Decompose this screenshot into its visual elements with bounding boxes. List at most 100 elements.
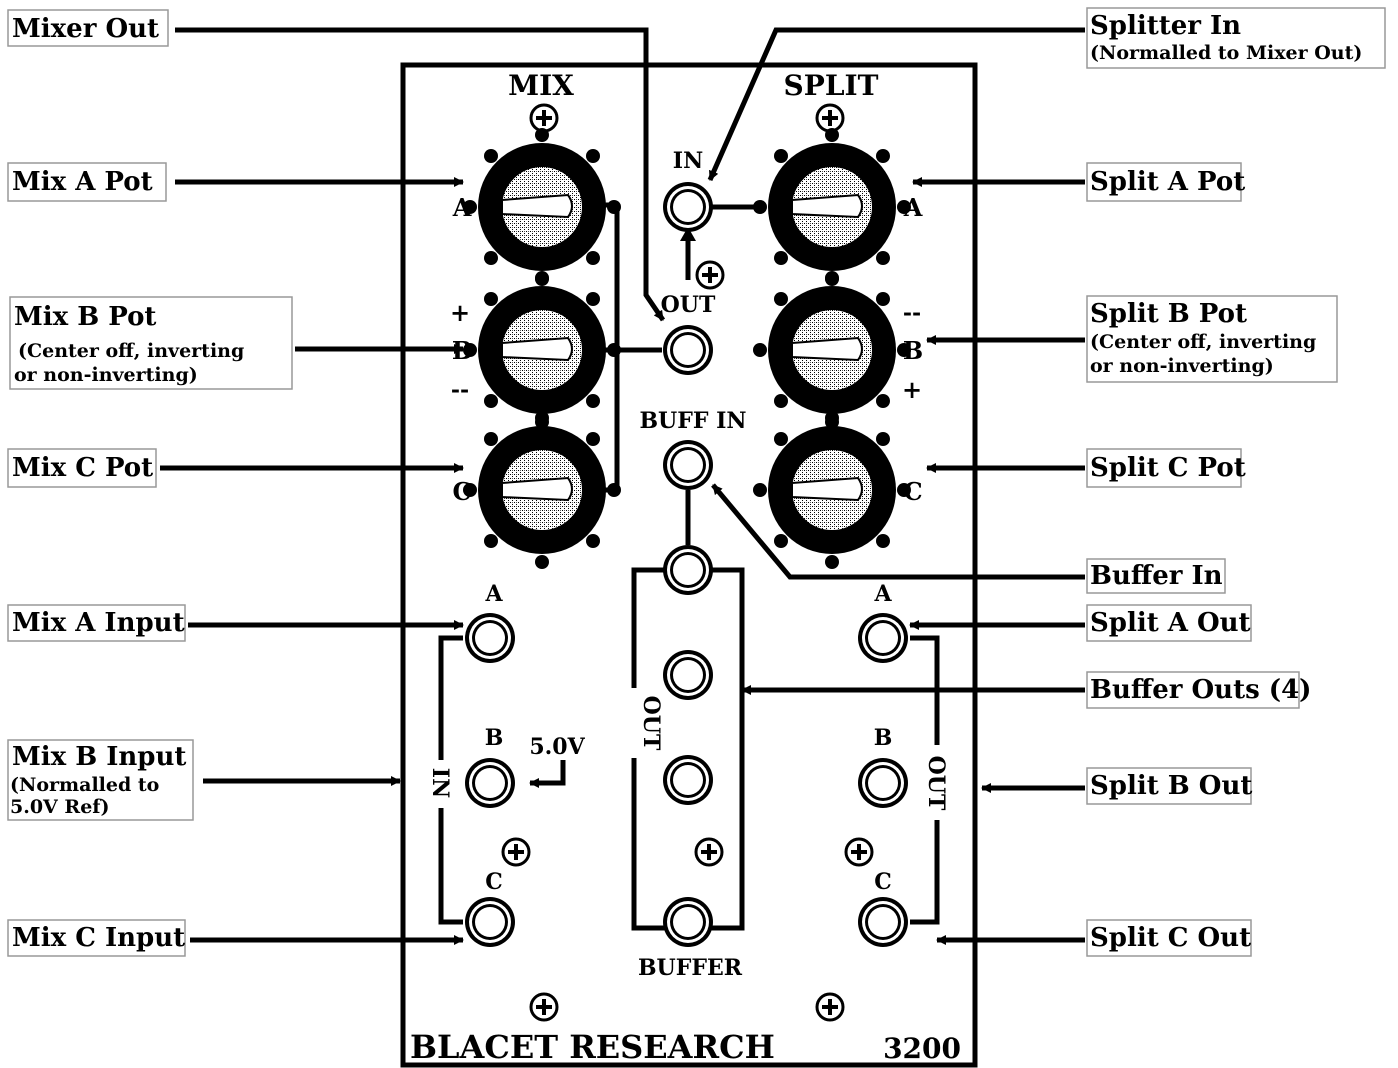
callout-mix-b-pot-subtext-2: or non-inverting): [14, 364, 198, 386]
callout-buffer-in-text: Buffer In: [1090, 561, 1223, 591]
mix-input-a-label: A: [484, 581, 503, 607]
callout-mix-a-input: Mix A Input: [7, 604, 186, 642]
callout-split-c-pot: Split C Pot: [1086, 448, 1246, 488]
callout-split-c-pot-text: Split C Pot: [1090, 453, 1246, 483]
split-b-pot-label: B: [903, 336, 923, 365]
panel: MIX SPLIT: [400, 62, 978, 1068]
split-a-out-jack[interactable]: [858, 613, 908, 663]
mix-b-pot-plus-label: +: [450, 298, 470, 327]
normalled-arrow-up: [680, 227, 696, 241]
split-b-out-jack[interactable]: [858, 758, 908, 808]
mix-b-input-jack[interactable]: [465, 758, 515, 808]
callout-mix-c-pot-text: Mix C Pot: [12, 453, 153, 483]
screw-icon: [815, 103, 845, 133]
split-b-pot[interactable]: [752, 270, 912, 430]
callout-split-a-pot-text: Split A Pot: [1090, 167, 1245, 197]
buffer-in-jack[interactable]: [663, 440, 713, 490]
callout-mixer-out-text: Mixer Out: [12, 14, 159, 44]
splitter-in-label: IN: [673, 148, 703, 174]
buffer-label: BUFFER: [638, 955, 743, 981]
screw-icon: [501, 837, 531, 867]
split-a-pot-label: A: [903, 193, 923, 222]
callout-split-b-pot-text: Split B Pot: [1090, 299, 1247, 329]
callout-split-a-out: Split A Out: [1086, 604, 1252, 642]
buffer-out-jack[interactable]: [663, 755, 713, 805]
mix-a-input-jack[interactable]: [465, 613, 515, 663]
callout-mix-c-input: Mix C Input: [7, 919, 186, 957]
callout-buffer-outs-text: Buffer Outs (4): [1090, 675, 1311, 705]
screw-icon: [529, 103, 559, 133]
callout-mix-b-pot: Mix B Pot (Center off, inverting or non-…: [9, 296, 293, 390]
callout-splitter-in-text: Splitter In: [1090, 11, 1241, 41]
screw-icon: [529, 992, 559, 1022]
callout-split-b-out: Split B Out: [1086, 767, 1252, 805]
callout-mix-a-input-text: Mix A Input: [12, 608, 185, 638]
mix-c-input-jack[interactable]: [465, 897, 515, 947]
splitter-in-jack[interactable]: [663, 182, 713, 232]
splitter-in-arrow: [707, 27, 1085, 182]
callout-mix-c-input-text: Mix C Input: [12, 923, 185, 953]
buff-in-label: BUFF IN: [639, 408, 746, 434]
split-c-pot[interactable]: [752, 410, 912, 570]
screw-icon: [695, 260, 725, 290]
callout-mixer-out: Mixer Out: [7, 9, 169, 47]
mixer-out-jack[interactable]: [663, 325, 713, 375]
callout-buffer-outs: Buffer Outs (4): [1086, 671, 1311, 709]
split-heading: SPLIT: [784, 69, 879, 102]
mix-c-pot[interactable]: [462, 410, 622, 570]
screw-icon: [844, 837, 874, 867]
buffer-out-jack[interactable]: [663, 897, 713, 947]
callout-split-a-out-text: Split A Out: [1090, 608, 1251, 638]
mix-input-c-label: C: [485, 869, 503, 895]
split-out-a-label: A: [873, 581, 892, 607]
callout-split-b-out-text: Split B Out: [1090, 771, 1252, 801]
split-b-pot-plus-label: +: [902, 375, 922, 404]
split-c-pot-label: C: [903, 477, 922, 506]
mixer-out-label: OUT: [661, 292, 716, 318]
buffer-out-jack[interactable]: [663, 545, 713, 595]
split-b-pot-minus-label: --: [903, 300, 921, 326]
callout-mix-b-input-subtext-1: (Normalled to: [10, 774, 159, 796]
ref-voltage-label: 5.0V: [529, 734, 585, 760]
mix-c-pot-label: C: [452, 477, 471, 506]
brand-label: BLACET RESEARCH: [410, 1028, 775, 1066]
buffer-out-jack[interactable]: [663, 650, 713, 700]
mix-inputs-group-label: IN: [427, 768, 453, 798]
mix-a-pot[interactable]: [462, 127, 622, 287]
mix-b-pot[interactable]: [462, 270, 622, 430]
callout-mix-b-pot-subtext-1: (Center off, inverting: [18, 340, 244, 362]
callout-mix-a-pot: Mix A Pot: [7, 162, 167, 202]
callout-split-b-pot-subtext-2: or non-inverting): [1090, 355, 1274, 377]
callout-split-b-pot-subtext-1: (Center off, inverting: [1090, 331, 1316, 353]
split-c-out-jack[interactable]: [858, 897, 908, 947]
callout-mix-a-pot-text: Mix A Pot: [12, 167, 153, 197]
buffer-in-arrow: [711, 483, 1085, 580]
callout-mix-b-input-text: Mix B Input: [12, 742, 186, 772]
mix-a-pot-label: A: [452, 193, 472, 222]
split-a-pot[interactable]: [752, 127, 912, 287]
callout-splitter-in-subtext: (Normalled to Mixer Out): [1090, 42, 1362, 64]
callout-split-a-pot: Split A Pot: [1086, 162, 1245, 202]
callout-buffer-in: Buffer In: [1086, 558, 1226, 594]
callout-splitter-in: Splitter In (Normalled to Mixer Out): [1086, 7, 1386, 69]
split-outs-group-label: OUT: [923, 756, 949, 811]
callout-split-c-out-text: Split C Out: [1090, 923, 1251, 953]
callout-split-c-out: Split C Out: [1086, 919, 1252, 957]
callout-split-b-pot: Split B Pot (Center off, inverting or no…: [1086, 295, 1338, 383]
mix-heading: MIX: [508, 69, 574, 102]
split-out-b-label: B: [874, 725, 893, 751]
callout-mix-b-input: Mix B Input (Normalled to 5.0V Ref): [7, 739, 194, 821]
buffer-out-label: OUT: [638, 696, 664, 751]
mix-b-pot-minus-label: --: [451, 377, 469, 403]
mixer-out-arrow: [175, 27, 666, 322]
callout-arrows: [160, 27, 1085, 945]
callout-mix-c-pot: Mix C Pot: [7, 448, 157, 488]
split-out-c-label: C: [874, 869, 892, 895]
callout-mix-b-input-subtext-2: 5.0V Ref): [10, 796, 109, 818]
mix-input-b-label: B: [485, 725, 504, 751]
callout-mix-b-pot-text: Mix B Pot: [14, 302, 156, 332]
screw-icon: [694, 837, 724, 867]
model-label: 3200: [883, 1032, 961, 1065]
screw-icon: [815, 992, 845, 1022]
